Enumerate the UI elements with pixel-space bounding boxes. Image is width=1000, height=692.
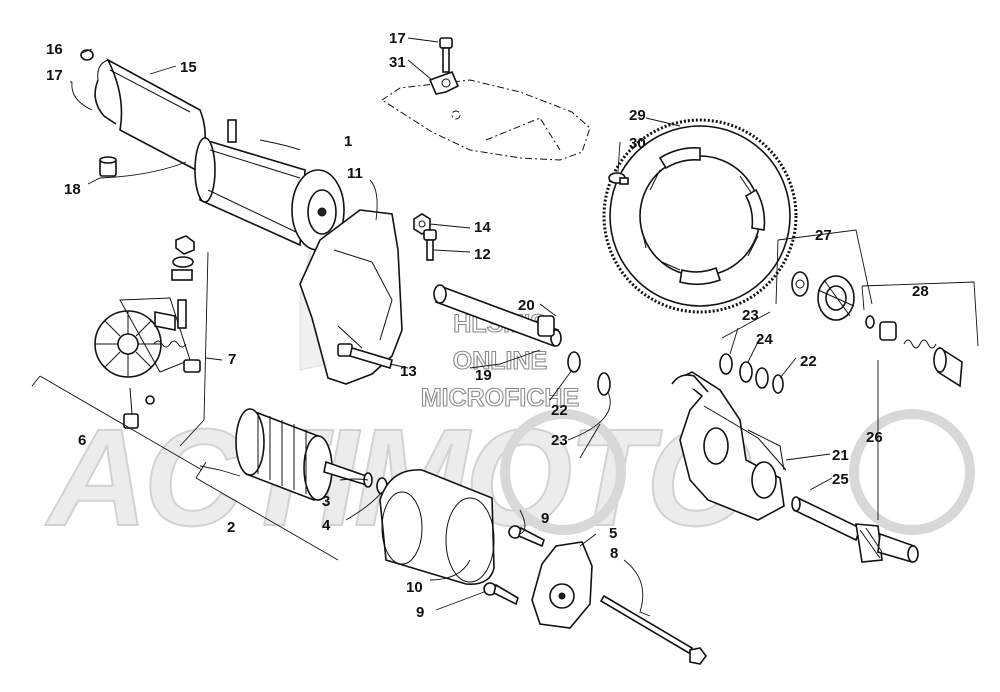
terminal-nut-stack bbox=[171, 235, 195, 329]
callout-9-lower: 9 bbox=[416, 604, 424, 621]
shaft-19 bbox=[433, 284, 562, 348]
bolt-9-upper bbox=[508, 525, 545, 548]
callout-6: 6 bbox=[78, 432, 86, 449]
callout-28: 28 bbox=[912, 283, 929, 300]
callout-22-right: 22 bbox=[800, 353, 817, 370]
callout-22-left: 22 bbox=[551, 402, 568, 419]
callout-4: 4 bbox=[322, 517, 331, 534]
callout-8: 8 bbox=[610, 545, 618, 562]
callout-14: 14 bbox=[474, 219, 491, 236]
drive-housing-21 bbox=[671, 371, 787, 521]
callout-3: 3 bbox=[322, 493, 330, 510]
callout-11: 11 bbox=[347, 165, 363, 182]
callout-labels: 1 2 3 4 5 6 7 8 9 9 10 11 12 13 14 15 16… bbox=[46, 30, 929, 621]
spring-7 bbox=[153, 340, 187, 348]
callout-12: 12 bbox=[474, 246, 491, 263]
callout-7: 7 bbox=[228, 351, 236, 368]
brush-7 bbox=[154, 311, 201, 373]
watermark-line3: MICROFICHE bbox=[421, 384, 579, 412]
bolt-9-lower bbox=[483, 582, 519, 606]
callout-18: 18 bbox=[64, 181, 81, 198]
callout-13: 13 bbox=[400, 363, 417, 380]
leader-lines bbox=[31, 37, 979, 617]
watermark-wheel-right bbox=[849, 409, 975, 535]
starter-cover-15 bbox=[94, 58, 206, 172]
callout-21: 21 bbox=[832, 447, 849, 464]
brush-lead-6 bbox=[123, 387, 155, 429]
cap-28 bbox=[933, 346, 963, 388]
starter-motor-1 bbox=[194, 119, 345, 251]
callout-19: 19 bbox=[475, 367, 492, 384]
callout-9-upper: 9 bbox=[541, 510, 549, 527]
end-cover-5 bbox=[531, 541, 593, 629]
mounting-bracket bbox=[381, 79, 591, 161]
callout-1: 1 bbox=[344, 133, 352, 150]
armature-2 bbox=[199, 408, 373, 502]
bolt-17-top bbox=[439, 37, 453, 73]
bolt-13 bbox=[337, 343, 393, 370]
watermark-wheel-left bbox=[500, 409, 626, 535]
callout-15: 15 bbox=[180, 59, 197, 76]
washer-27 bbox=[791, 271, 809, 297]
nut-16 bbox=[80, 49, 94, 61]
nut-14 bbox=[413, 213, 431, 235]
callout-26: 26 bbox=[866, 429, 883, 446]
bolt-30 bbox=[608, 172, 629, 185]
callout-10: 10 bbox=[406, 579, 423, 596]
spacer-18 bbox=[99, 156, 117, 177]
gasket-11 bbox=[299, 209, 403, 385]
callout-16: 16 bbox=[46, 41, 63, 58]
callout-23-right: 23 bbox=[742, 307, 759, 324]
ring-gear-29 bbox=[602, 118, 798, 314]
callout-24: 24 bbox=[756, 331, 773, 348]
bolt-12 bbox=[423, 229, 437, 261]
callout-5: 5 bbox=[609, 525, 617, 542]
thru-bolt-8 bbox=[599, 594, 707, 665]
bearing-20 bbox=[537, 315, 555, 337]
callout-27: 27 bbox=[815, 227, 832, 244]
callout-20: 20 bbox=[518, 297, 535, 314]
callout-17-top: 17 bbox=[389, 30, 406, 47]
brush-holder-assembly-6 bbox=[94, 251, 209, 447]
spring-28 bbox=[903, 339, 937, 349]
washers-28 bbox=[865, 315, 897, 341]
callout-25: 25 bbox=[832, 471, 849, 488]
washer-23-shaft bbox=[597, 372, 611, 396]
callout-2: 2 bbox=[227, 519, 235, 536]
callout-23-left: 23 bbox=[551, 432, 568, 449]
washers-23-24 bbox=[719, 353, 784, 394]
callout-29: 29 bbox=[629, 107, 646, 124]
clip-31 bbox=[428, 70, 460, 95]
pinion-gear-27 bbox=[817, 275, 855, 321]
callout-31: 31 bbox=[389, 54, 406, 71]
housing-10 bbox=[379, 469, 495, 585]
callout-30: 30 bbox=[629, 135, 646, 152]
watermark-line2: ONLINE bbox=[453, 347, 547, 375]
pinion-shaft-25 bbox=[791, 496, 919, 564]
washer-22-shaft bbox=[567, 351, 581, 373]
callout-17-left: 17 bbox=[46, 67, 63, 84]
